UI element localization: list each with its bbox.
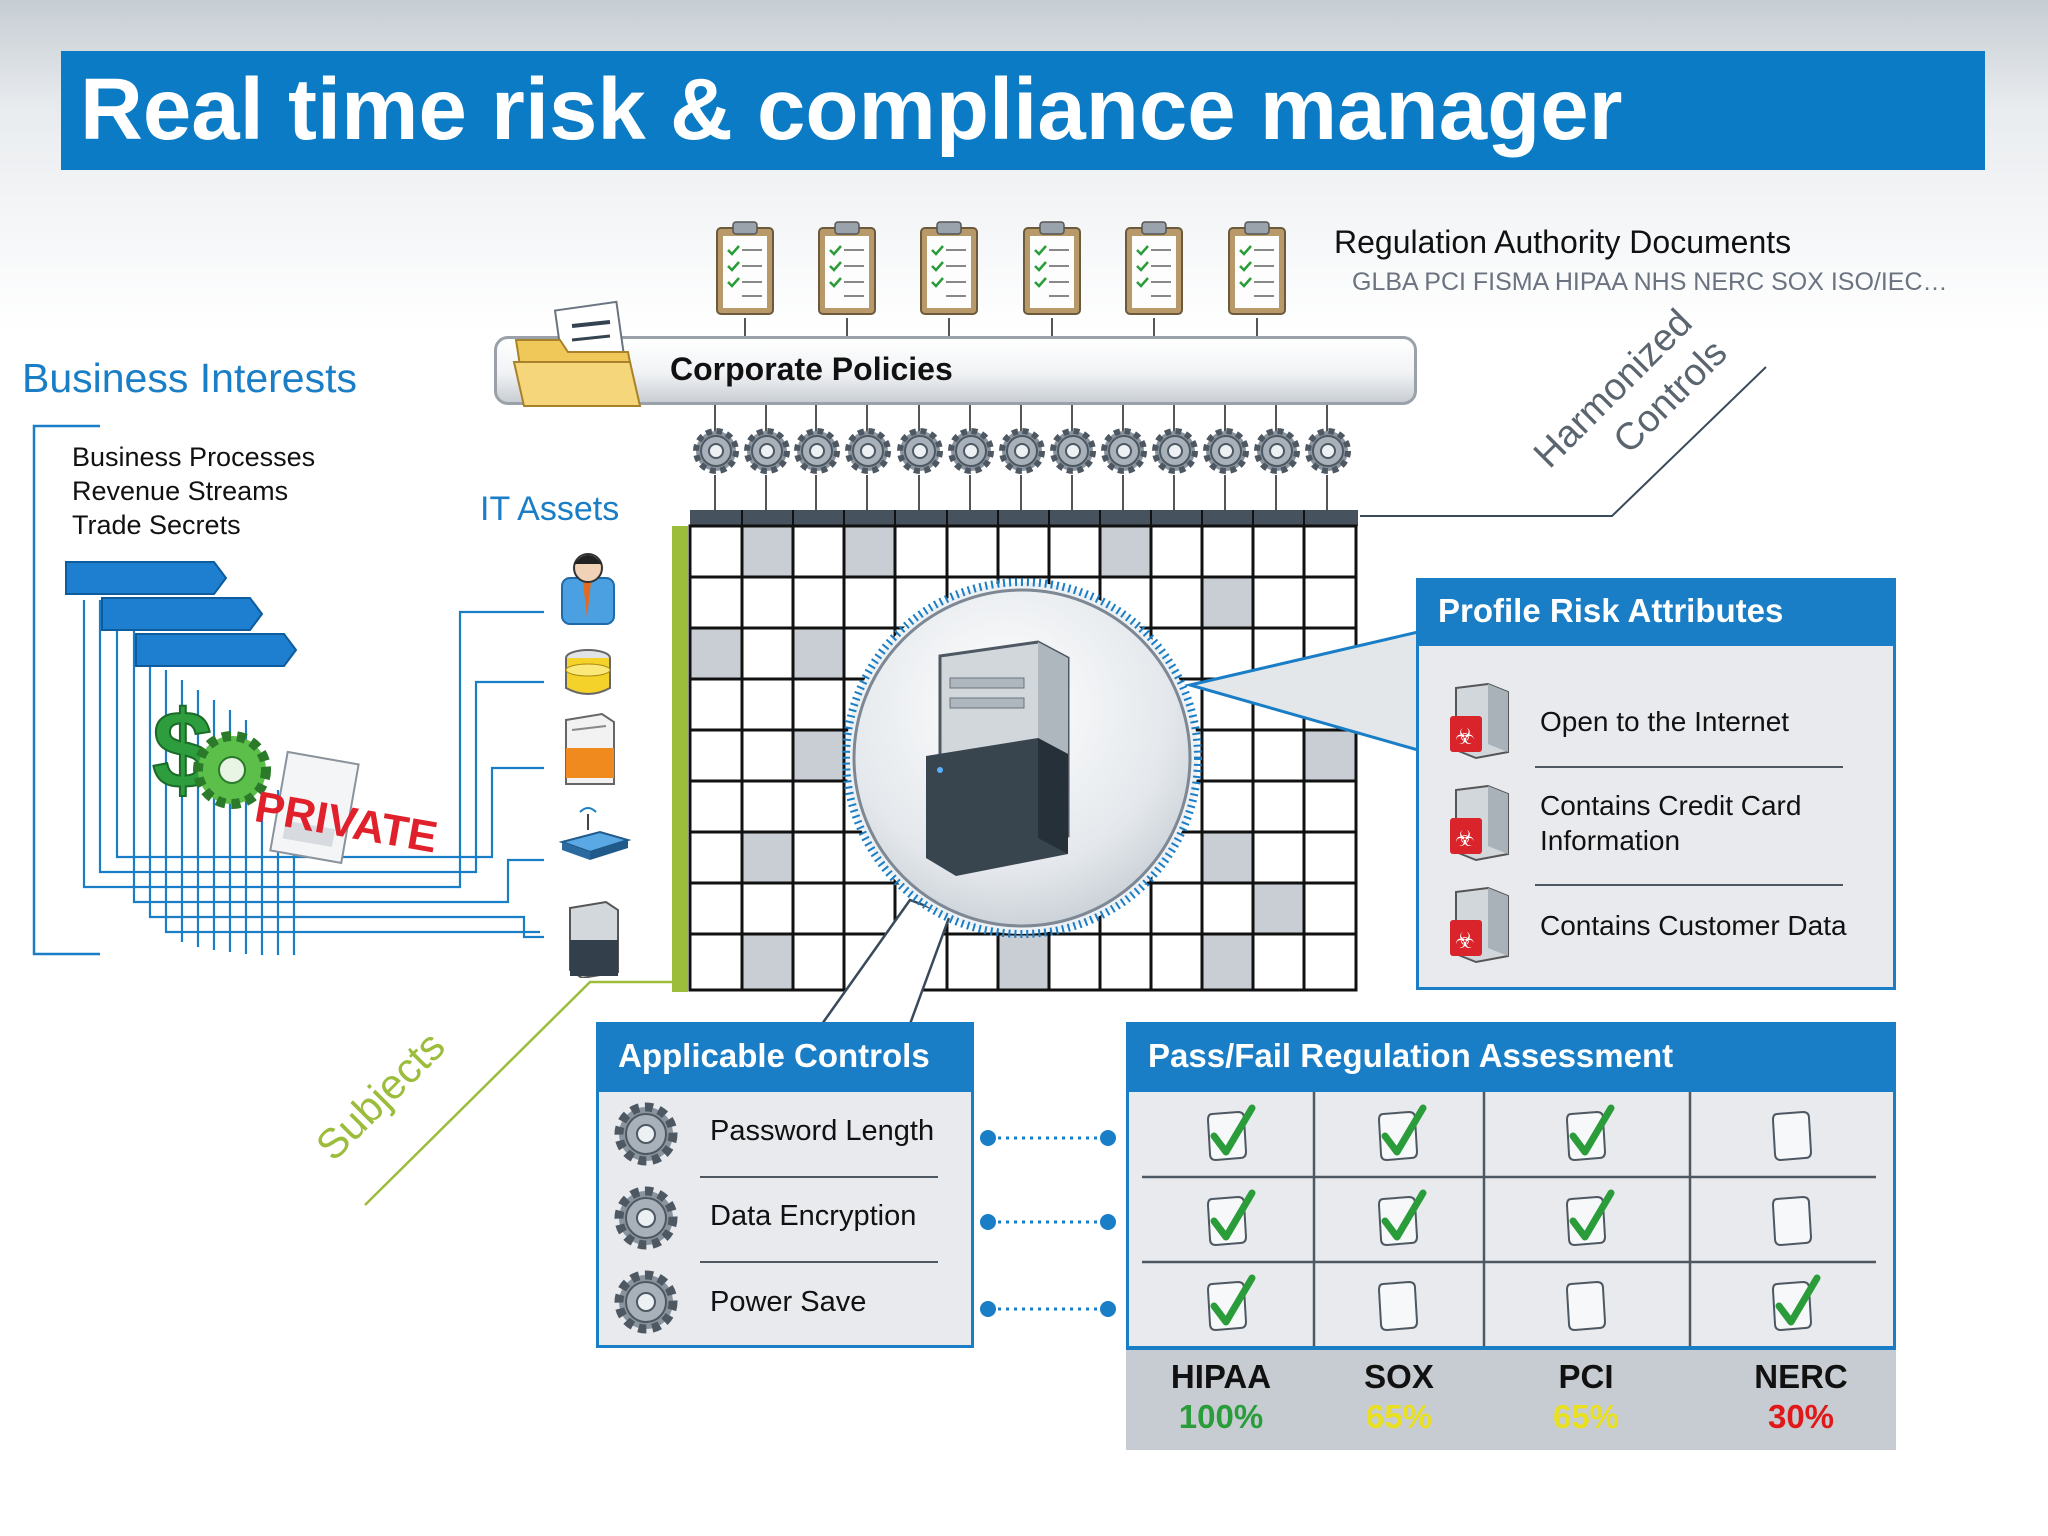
applicable-controls-heading: Applicable Controls — [596, 1022, 974, 1092]
business-interests-heading: Business Interests — [22, 355, 357, 401]
regulation-score: 65% — [1552, 1398, 1620, 1435]
revenue-dollar-icon: $ — [151, 688, 360, 865]
regulation-name: SOX — [1364, 1358, 1434, 1395]
check-pass-icon — [1771, 1274, 1821, 1332]
check-pass-icon — [1206, 1104, 1256, 1162]
control-divider — [700, 1176, 938, 1178]
control-item-power-save: Power Save — [710, 1286, 867, 1318]
dotted-connectors — [980, 1130, 1116, 1317]
control-item-password-length: Password Length — [710, 1115, 935, 1147]
database-icon — [565, 649, 611, 695]
control-item-data-encryption: Data Encryption — [710, 1200, 917, 1232]
it-assets-heading: IT Assets — [480, 490, 620, 528]
check-empty-icon — [1771, 1195, 1813, 1247]
profile-risk-heading: Profile Risk Attributes — [1416, 578, 1896, 646]
corporate-policies-label: Corporate Policies — [670, 351, 953, 387]
title-banner — [61, 51, 1985, 170]
check-empty-icon — [1377, 1280, 1419, 1332]
control-gear-icons — [610, 1098, 686, 1338]
business-process-arrows — [65, 561, 298, 667]
folder-icon — [512, 300, 642, 407]
check-pass-icon — [1565, 1189, 1615, 1247]
business-item: Revenue Streams — [72, 476, 289, 506]
server-icon — [569, 900, 619, 978]
check-empty-icon — [1565, 1280, 1607, 1332]
business-interests-list: Business Processes Revenue Streams Trade… — [72, 440, 315, 542]
check-pass-icon — [1377, 1104, 1427, 1162]
regulation-score: 30% — [1767, 1398, 1835, 1435]
assessment-heading: Pass/Fail Regulation Assessment — [1126, 1022, 1896, 1092]
page-title: Real time risk & compliance manager — [80, 61, 1623, 158]
check-pass-icon — [1565, 1104, 1615, 1162]
control-divider — [700, 1261, 938, 1263]
check-pass-icon — [1206, 1274, 1256, 1332]
risk-divider — [1535, 766, 1843, 768]
corporate-policies-bar — [494, 336, 1417, 405]
regulation-score: 65% — [1365, 1398, 1433, 1435]
business-item: Business Processes — [72, 442, 316, 472]
assessment-matrix — [1126, 1092, 1896, 1450]
risk-item-open-internet: Open to the Internet — [1540, 706, 1790, 737]
regulation-docs-list: GLBA PCI FISMA HIPAA NHS NERC SOX ISO/IE… — [1352, 268, 1948, 296]
risk-item-customer-data: Contains Customer Data — [1540, 910, 1847, 941]
regulation-name: NERC — [1754, 1358, 1848, 1395]
regulation-docs-heading: Regulation Authority Documents — [1334, 224, 1792, 260]
check-pass-icon — [1206, 1189, 1256, 1247]
check-pass-icon — [1377, 1189, 1427, 1247]
regulation-name: HIPAA — [1170, 1358, 1272, 1395]
risk-server-icons: ☣ — [1449, 683, 1509, 963]
server-magnified-icon — [926, 640, 1070, 876]
software-box-icon — [565, 712, 615, 785]
regulation-score: 100% — [1178, 1398, 1264, 1435]
regulation-name: PCI — [1558, 1358, 1614, 1395]
risk-divider — [1535, 884, 1843, 886]
it-asset-icons — [558, 553, 632, 978]
check-empty-icon — [1771, 1110, 1813, 1162]
risk-item-credit-card: Contains Credit Card Information — [1540, 790, 1802, 856]
user-icon — [561, 553, 615, 625]
router-icon — [558, 807, 632, 860]
business-item: Trade Secrets — [72, 510, 241, 540]
